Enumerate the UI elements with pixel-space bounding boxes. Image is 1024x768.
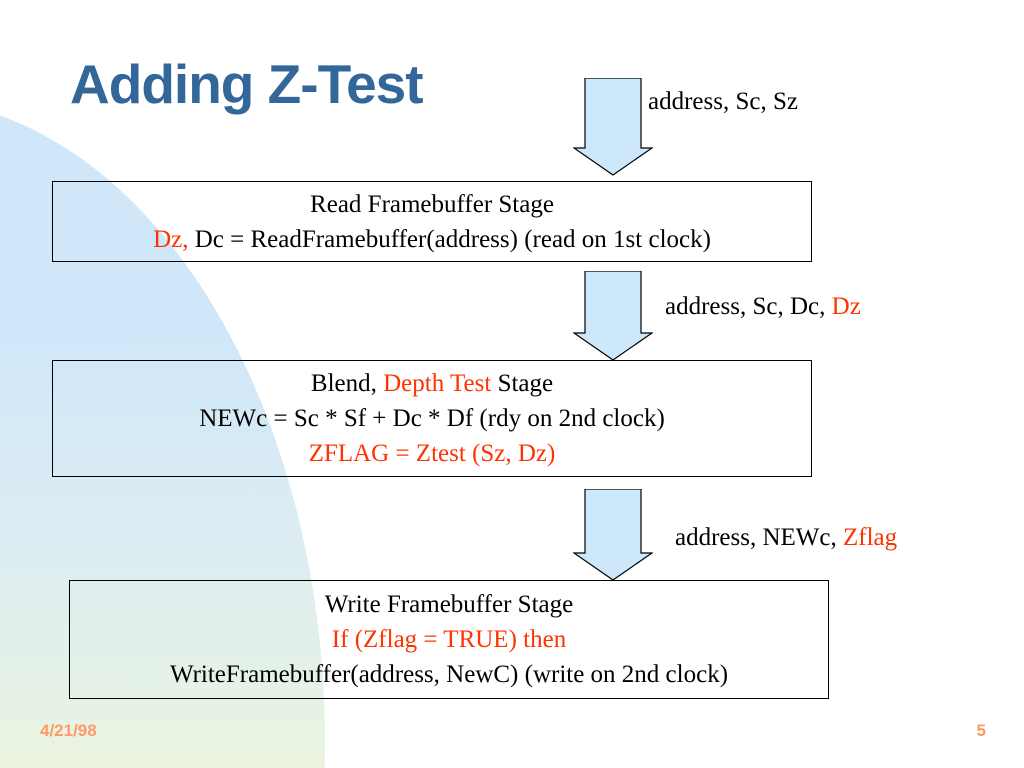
stage-text-segment: Stage: [491, 370, 554, 397]
stage-line: Dz, Dc = ReadFramebuffer(address) (read …: [153, 222, 711, 257]
stage-text-segment-highlight: Depth Test: [383, 370, 492, 397]
stage-text-segment: WriteFramebuffer(address, NewC) (write o…: [169, 661, 729, 688]
down-block-arrow-icon: [572, 77, 654, 176]
stage-box-blend-depth-test: Blend, Depth Test Stage NEWc = Sc * Sf +…: [52, 360, 812, 477]
page-title: Adding Z-Test: [70, 53, 424, 115]
stage-box-read-framebuffer: Read Framebuffer Stage Dz, Dc = ReadFram…: [52, 181, 812, 262]
stage-line: NEWc = Sc * Sf + Dc * Df (rdy on 2nd clo…: [199, 401, 665, 436]
stage-text-segment-highlight: ZFLAG = Ztest (Sz, Dz): [308, 440, 556, 467]
stage-line: If (Zflag = TRUE) then: [332, 622, 566, 657]
footer-date: 4/21/98: [40, 721, 97, 740]
flow-label-1: address, Sc, Sz: [648, 87, 798, 117]
stage-line: WriteFramebuffer(address, NewC) (write o…: [170, 657, 728, 692]
flow-label-1-text: address, Sc, Sz: [648, 88, 798, 115]
flow-label-2: address, Sc, Dc, Dz: [665, 292, 861, 322]
stage-text-segment: NEWc = Sc * Sf + Dc * Df (rdy on 2nd clo…: [199, 405, 665, 432]
stage-line: ZFLAG = Ztest (Sz, Dz): [309, 436, 556, 471]
stage-text-segment: Blend,: [310, 370, 384, 397]
flow-label-3-text: address, NEWc,: [675, 524, 843, 551]
stage-line: Write Framebuffer Stage: [325, 587, 573, 622]
stage-text-segment: Read Framebuffer Stage: [310, 190, 554, 218]
stage-text-segment: Write Framebuffer Stage: [324, 591, 574, 618]
flow-label-3: address, NEWc, Zflag: [675, 523, 897, 553]
down-block-arrow-icon: [572, 270, 654, 361]
flow-label-2-highlight: Dz: [831, 293, 861, 320]
stage-text-segment: Dc = ReadFramebuffer(address) (read on 1…: [188, 225, 711, 253]
stage-text-segment-highlight: Dz,: [153, 225, 189, 253]
footer-page-number: 5: [976, 721, 986, 740]
stage-text-segment-highlight: If (Zflag = TRUE) then: [331, 626, 567, 653]
flow-label-2-text: address, Sc, Dc,: [665, 293, 832, 320]
down-block-arrow-icon: [572, 488, 654, 581]
stage-box-write-framebuffer: Write Framebuffer Stage If (Zflag = TRUE…: [69, 580, 829, 699]
stage-line: Read Framebuffer Stage: [310, 187, 554, 222]
flow-label-3-highlight: Zflag: [843, 524, 898, 551]
stage-line: Blend, Depth Test Stage: [311, 366, 553, 401]
